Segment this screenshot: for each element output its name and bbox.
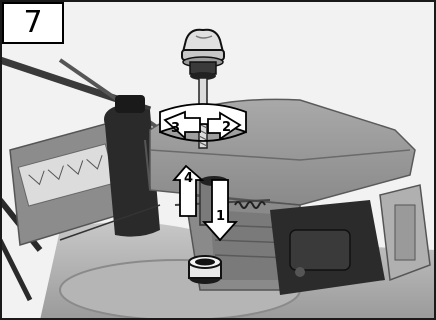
callout-2: 2 [222,120,231,135]
filler-ring [189,256,221,284]
callout-4: 4 [184,171,193,186]
callout-1: 1 [216,209,225,224]
fuel-cap [115,95,145,113]
step-number: 7 [2,2,64,44]
callout-3: 3 [171,121,180,136]
